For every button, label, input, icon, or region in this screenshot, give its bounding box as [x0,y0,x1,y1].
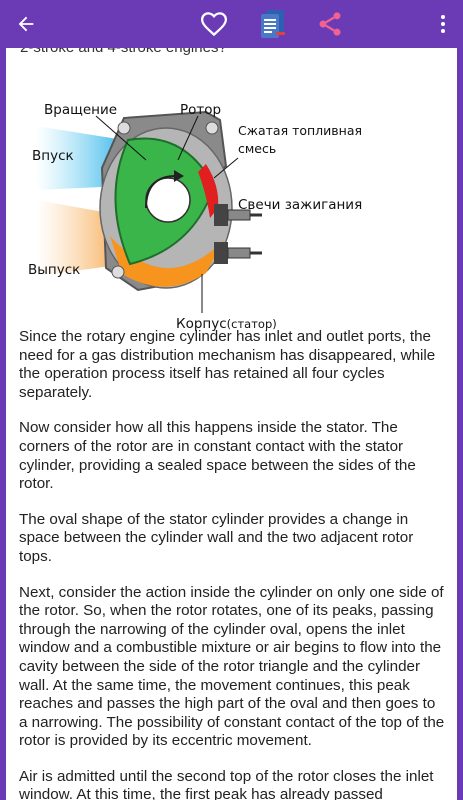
arrow-left-icon [18,16,34,32]
paragraph: Air is admitted until the second top of … [19,767,434,800]
exhaust-chamber [110,236,224,287]
label-compressed-mix-2: смесь [238,141,276,156]
spark-plug-lower [214,242,262,264]
share-button[interactable] [310,0,350,48]
rotary-engine-diagram: Вращение Ротор Сжатая топливная смесь Вп… [28,102,362,332]
compressed-mixture [198,164,219,218]
label-rotation: Вращение [44,102,117,118]
more-vertical-icon [441,15,445,33]
spark-plug-upper [214,204,262,226]
paragraph: The oval shape of the stator cylinder pr… [19,510,414,565]
label-compressed-mix-1: Сжатая топливная [238,123,362,138]
article-text: Since the rotary engine cylinder has inl… [19,328,447,800]
label-inlet: Впуск [32,148,74,164]
document-button[interactable] [252,0,292,48]
section-heading-cut: 2-stroke and 4-stroke engines? [20,48,227,56]
heart-outline-icon [200,12,228,37]
rotation-arrow [145,175,177,209]
label-spark-plugs: Свечи зажигания [238,197,362,213]
paragraph: Since the rotary engine cylinder has inl… [19,328,436,401]
share-icon [319,12,341,36]
label-rotor: Ротор [180,102,221,118]
paragraph: Now consider how all this happens inside… [19,419,416,493]
article-content[interactable]: 2-stroke and 4-stroke engines? [6,48,457,800]
back-button[interactable] [6,0,46,48]
document-icon [261,10,285,38]
favorite-button[interactable] [194,0,234,48]
label-exhaust: Выпуск [28,262,80,278]
more-options-button[interactable] [428,0,458,48]
paragraph: Next, consider the action inside the cyl… [19,583,445,750]
app-bar [0,0,463,48]
label-housing: Корпус(статор) [176,316,277,332]
